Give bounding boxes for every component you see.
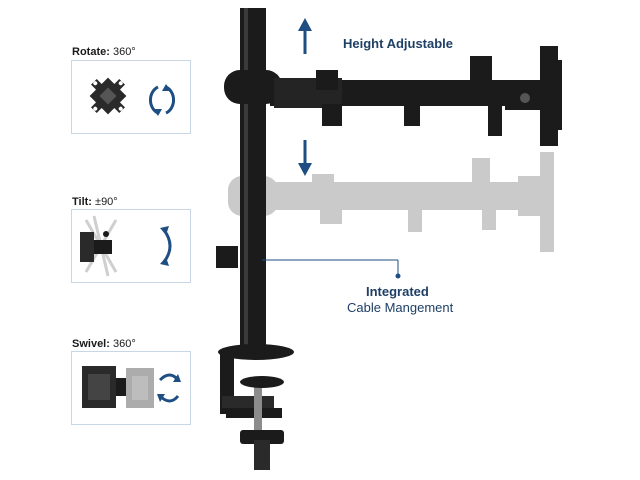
tilt-panel — [71, 209, 191, 283]
vesa-plate-icon — [89, 77, 127, 115]
tilt-label-name: Tilt: — [72, 196, 92, 208]
cable-callout-leader — [262, 259, 401, 279]
pole — [240, 8, 266, 348]
tilt-monitor-icon — [80, 232, 94, 262]
tilt-arc-icon — [162, 229, 172, 263]
swivel-illustration — [82, 366, 181, 408]
tilt-illustration — [80, 215, 172, 277]
cable-callout-subtitle: Cable Mangement — [347, 300, 454, 315]
swivel-plate-icon — [82, 366, 126, 408]
upper-arm — [224, 46, 562, 146]
rotate-label-name: Rotate: — [72, 46, 110, 58]
arrow-down-icon — [298, 140, 312, 176]
swivel-plate-ghost — [126, 368, 154, 408]
rotate-illustration — [89, 77, 175, 116]
tilt-label-value: ±90° — [95, 196, 118, 208]
swivel-label-name: Swivel: — [72, 338, 110, 350]
cable-clip — [216, 246, 238, 268]
tilt-label: Tilt: ±90° — [72, 196, 118, 208]
cable-callout-title: Integrated — [366, 284, 429, 299]
lowered-arm-ghost — [228, 152, 554, 252]
rotate-label: Rotate: 360° — [72, 46, 136, 58]
rotate-label-value: 360° — [112, 46, 136, 58]
height-adjustable-title: Height Adjustable — [343, 36, 454, 51]
swivel-label: Swivel: 360° — [72, 338, 136, 350]
swivel-panel — [71, 351, 191, 425]
swivel-label-value: 360° — [112, 338, 136, 350]
rotate-panel — [71, 60, 191, 134]
arrow-up-icon — [298, 18, 312, 54]
desk-clamp — [218, 344, 294, 470]
